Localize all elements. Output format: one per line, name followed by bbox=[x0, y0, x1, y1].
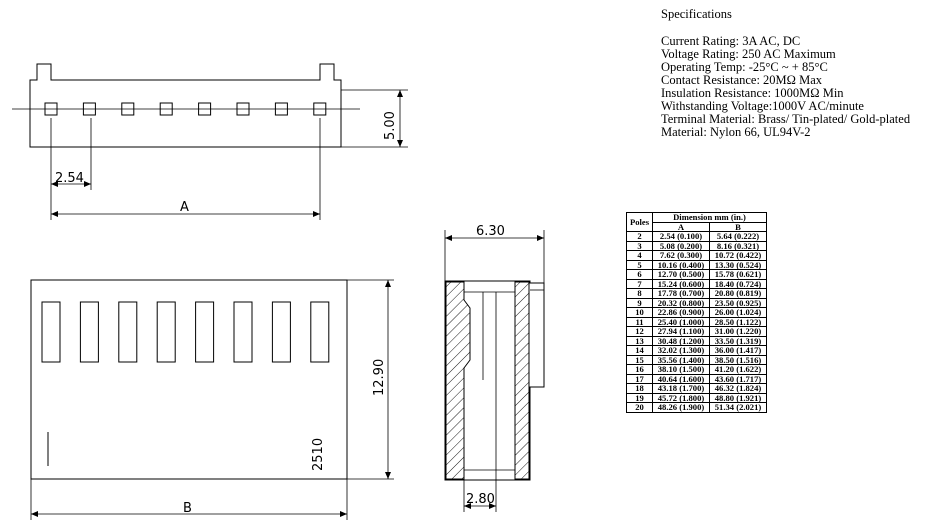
poles-cell: 20 bbox=[626, 402, 653, 413]
side-view bbox=[444, 230, 545, 512]
poles-cell: 2 bbox=[626, 231, 653, 242]
dimension-a-cell: 32.02 (1.300) bbox=[652, 345, 710, 356]
top-pin bbox=[121, 102, 135, 116]
poles-cell: 18 bbox=[626, 383, 653, 394]
top-view bbox=[12, 63, 408, 220]
front-slot bbox=[233, 301, 253, 363]
front-slot bbox=[156, 301, 176, 363]
front-slot bbox=[310, 301, 330, 363]
front-slot bbox=[41, 301, 61, 363]
dimension-a-cell: 17.78 (0.700) bbox=[652, 288, 710, 299]
dimension-a-cell: 12.70 (0.500) bbox=[652, 269, 710, 280]
spec-withstanding-voltage: Withstanding Voltage:1000V AC/minute bbox=[661, 99, 864, 113]
spec-operating-temp: Operating Temp: -25°C ~ + 85°C bbox=[661, 60, 828, 74]
spec-insulation-resistance: Insulation Resistance: 1000MΩ Min bbox=[661, 86, 844, 100]
front-view-outline bbox=[30, 279, 348, 480]
dimension-b-cell: 10.72 (0.422) bbox=[709, 250, 767, 261]
dimension-a-cell: 22.86 (0.900) bbox=[652, 307, 710, 318]
dimension-b-cell: 26.00 (1.024) bbox=[709, 307, 767, 318]
specifications-block: Specifications Current Rating: 3A AC, DC… bbox=[661, 8, 929, 139]
dimension-a-cell: 48.26 (1.900) bbox=[652, 402, 710, 413]
height-dimension-label: 5.00 bbox=[383, 111, 398, 140]
spec-terminal-material: Terminal Material: Brass/ Tin-plated/ Go… bbox=[661, 112, 911, 126]
front-view-slots bbox=[41, 301, 330, 363]
spec-voltage-rating: Voltage Rating: 250 AC Maximum bbox=[661, 47, 836, 61]
dimension-a-label: A bbox=[180, 200, 189, 215]
dimension-a-cell: 2.54 (0.100) bbox=[652, 231, 710, 242]
top-pin bbox=[236, 102, 250, 116]
top-pin bbox=[82, 102, 96, 116]
dimension-b-cell: 20.80 (0.819) bbox=[709, 288, 767, 299]
spec-contact-resistance: Contact Resistance: 20MΩ Max bbox=[661, 73, 822, 87]
side-bottom-label: 2.80 bbox=[466, 492, 495, 507]
poles-cell: 6 bbox=[626, 269, 653, 280]
top-pin bbox=[198, 102, 212, 116]
top-view-outline bbox=[29, 63, 342, 148]
spec-current-rating: Current Rating: 3A AC, DC bbox=[661, 34, 801, 48]
spec-material: Material: Nylon 66, UL94V-2 bbox=[661, 125, 811, 139]
poles-cell: 12 bbox=[626, 326, 653, 337]
poles-cell: 8 bbox=[626, 288, 653, 299]
side-view-right-wall bbox=[514, 281, 530, 480]
dimension-a-cell: 7.62 (0.300) bbox=[652, 250, 710, 261]
dimension-header: Dimension mm (in.) bbox=[652, 212, 767, 223]
front-slot bbox=[118, 301, 138, 363]
dimension-b-label: B bbox=[183, 501, 192, 516]
part-number-label: 2510 bbox=[311, 438, 326, 471]
dimension-b-cell: 51.34 (2.021) bbox=[709, 402, 767, 413]
dimension-a-cell: 38.10 (1.500) bbox=[652, 364, 710, 375]
dimension-b-cell: 36.00 (1.417) bbox=[709, 345, 767, 356]
dimension-a-cell: 27.94 (1.100) bbox=[652, 326, 710, 337]
dimension-b-cell: 5.64 (0.222) bbox=[709, 231, 767, 242]
specifications-title: Specifications bbox=[661, 7, 732, 21]
front-slot bbox=[79, 301, 99, 363]
dimension-b-cell: 31.00 (1.220) bbox=[709, 326, 767, 337]
pitch-dimension-label: 2.54 bbox=[55, 171, 84, 186]
dimension-b-cell: 46.32 (1.824) bbox=[709, 383, 767, 394]
side-view-left-wall bbox=[445, 281, 471, 480]
front-height-label: 12.90 bbox=[372, 359, 387, 396]
front-view bbox=[30, 279, 394, 520]
poles-cell: 10 bbox=[626, 307, 653, 318]
side-width-label: 6.30 bbox=[476, 224, 505, 239]
poles-cell: 4 bbox=[626, 250, 653, 261]
front-slot bbox=[195, 301, 215, 363]
front-slot bbox=[271, 301, 291, 363]
dimension-a-cell: 43.18 (1.700) bbox=[652, 383, 710, 394]
poles-cell: 14 bbox=[626, 345, 653, 356]
side-view-outline bbox=[444, 280, 545, 481]
dimension-b-cell: 15.78 (0.621) bbox=[709, 269, 767, 280]
poles-cell: 16 bbox=[626, 364, 653, 375]
top-view-pins bbox=[44, 102, 327, 116]
top-pin bbox=[274, 102, 288, 116]
top-pin bbox=[313, 102, 327, 116]
poles-header: Poles bbox=[626, 212, 653, 232]
dimension-b-cell: 41.20 (1.622) bbox=[709, 364, 767, 375]
top-pin bbox=[44, 102, 58, 116]
top-pin bbox=[159, 102, 173, 116]
